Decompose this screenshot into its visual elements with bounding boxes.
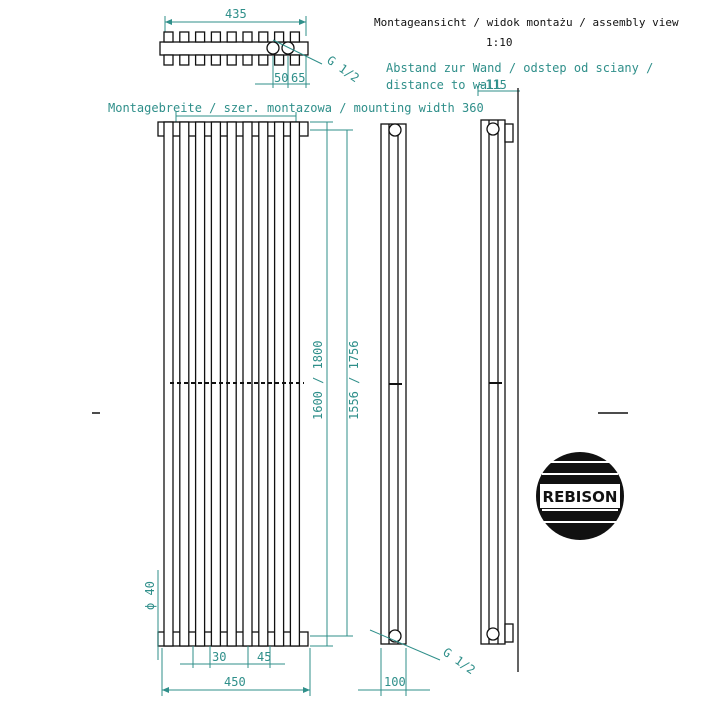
top-fin	[210, 31, 222, 43]
top-fin	[226, 31, 237, 43]
total-width-label: 450	[224, 675, 246, 689]
mounting-width-label: Montagebreite / szer. montazowa / mounti…	[108, 101, 484, 115]
top-fin	[179, 31, 190, 43]
tube-pitch-label: 45	[257, 650, 271, 664]
top-fin	[179, 54, 190, 66]
top-offset-50: 50	[274, 71, 288, 85]
top-fin	[242, 54, 253, 66]
pipe-diameter-label: ϕ 40	[143, 581, 157, 610]
side-view-wall	[480, 88, 519, 672]
height-total-label: 1600 / 1800	[311, 341, 325, 420]
side-view: G 1/2 100	[358, 123, 478, 696]
drawing-title: Montageansicht / widok montażu / assembl…	[374, 16, 679, 29]
top-fin	[194, 54, 206, 66]
drawing-scale: 1:10	[486, 36, 513, 49]
top-fin	[163, 31, 174, 43]
top-fin	[163, 54, 174, 66]
tube-gap-label: 30	[212, 650, 226, 664]
top-fin	[289, 31, 301, 43]
top-fin	[226, 54, 237, 66]
side-thread-label: G 1/2	[440, 645, 478, 677]
top-fin	[194, 31, 206, 43]
top-fin	[273, 54, 285, 66]
top-thread-label: G 1/2	[324, 53, 362, 85]
top-fin	[273, 31, 285, 43]
logo-text: REBISON	[543, 488, 618, 506]
side-depth-label: 100	[384, 675, 406, 689]
rebison-logo: REBISON	[536, 452, 624, 540]
wall-distance-value: ~115	[478, 78, 507, 92]
height-connection-label: 1556 / 1756	[347, 341, 361, 420]
top-fin	[258, 54, 269, 66]
top-offset-65: 65	[291, 71, 305, 85]
top-fin	[242, 31, 253, 43]
top-fin	[210, 54, 222, 66]
wall-distance-line2: distance to wall	[386, 78, 502, 92]
wall-distance-line1: Abstand zur Wand / odstep od sciany /	[386, 61, 653, 75]
top-view: 435 G 1/2 50 65	[159, 7, 362, 88]
top-fin	[258, 31, 269, 43]
front-view: Montagebreite / szer. montazowa / mounti…	[108, 101, 484, 696]
top-fin	[289, 54, 301, 66]
top-width-label: 435	[225, 7, 247, 21]
